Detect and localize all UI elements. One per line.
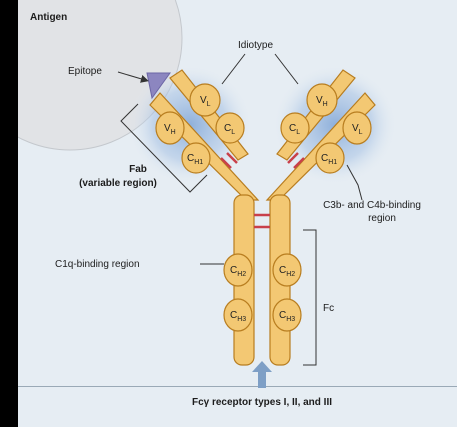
idiotype-leader-left	[222, 54, 245, 84]
c3b-label: C3b- and C4b-binding	[323, 200, 421, 211]
fab-label: Fab	[129, 164, 147, 175]
fc-label: Fc	[323, 303, 334, 314]
left-ch2-domain	[224, 254, 252, 286]
idiotype-leader-right	[275, 54, 298, 84]
receptor-arrow	[252, 361, 272, 388]
idiotype-label: Idiotype	[238, 40, 273, 51]
antigen-label: Antigen	[30, 12, 67, 23]
right-ch2-domain	[273, 254, 301, 286]
right-ch3-domain	[273, 299, 301, 331]
epitope-label: Epitope	[68, 66, 102, 77]
c3b-sublabel: region	[368, 213, 396, 224]
left-ch3-domain	[224, 299, 252, 331]
c1q-label: C1q-binding region	[55, 259, 140, 270]
left-black-margin	[0, 0, 18, 427]
fab-sublabel: (variable region)	[79, 178, 157, 189]
receptor-label: Fcγ receptor types I, II, and III	[192, 397, 332, 408]
fc-bracket	[303, 230, 316, 365]
